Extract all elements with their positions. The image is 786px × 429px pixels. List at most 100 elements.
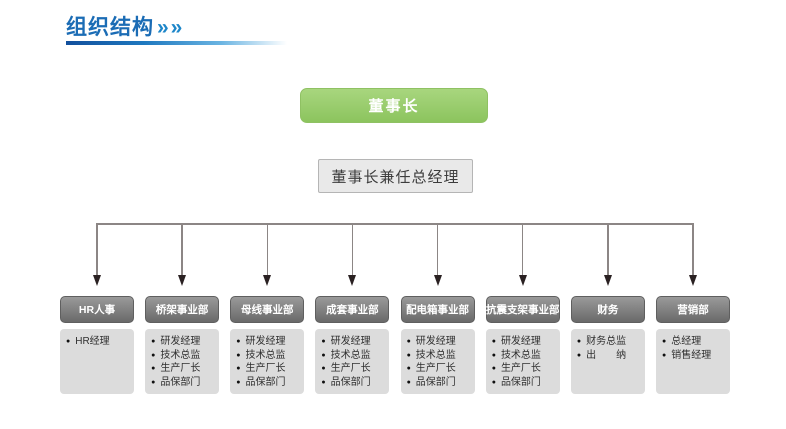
chairman-note-box: 董事长兼任总经理 <box>318 159 473 193</box>
dept-column: 成套事业部 ●研发经理●技术总监●生产厂长●品保部门 <box>315 223 390 394</box>
vertical-connector-line <box>96 223 98 275</box>
vertical-connector-line <box>521 223 524 275</box>
member-label: 总经理 <box>671 336 702 347</box>
member-label: 生产厂长 <box>415 363 456 374</box>
member-label: 财务总监 <box>586 336 627 347</box>
member-item: ●生产厂长 <box>151 362 217 376</box>
dept-column: 财务 ● 财务总监 ● 出 纳 <box>570 223 645 394</box>
dept-header-label: HR人事 <box>78 304 116 316</box>
bullet-icon: ● <box>406 365 411 372</box>
member-item: ● 生产厂长 <box>492 362 558 376</box>
bullet-icon: ● <box>661 338 667 345</box>
member-label: 品保部门 <box>160 376 201 388</box>
member-label: 生产厂长 <box>500 363 541 374</box>
member-label: 生产厂长 <box>160 363 201 374</box>
member-label: 品保部门 <box>330 376 371 388</box>
bullet-icon: ● <box>236 365 241 372</box>
member-item: ●研发经理 <box>321 335 387 349</box>
bullet-icon: ● <box>66 338 71 345</box>
bullet-icon: ● <box>661 351 667 359</box>
dept-column: 配电箱事业部 ●研发经理●技术总监●生产厂长●品保部门 <box>400 223 475 394</box>
bullet-icon: ● <box>151 351 156 359</box>
member-item: ●技术总监 <box>236 349 302 363</box>
bullet-icon: ● <box>236 338 241 345</box>
member-label: 研发经理 <box>330 336 371 347</box>
member-item: ● 研发经理 <box>407 335 473 349</box>
vertical-connector-line <box>692 223 694 275</box>
member-label: 技术总监 <box>160 349 201 361</box>
dept-header: 财务 <box>570 296 645 323</box>
bullet-icon: ● <box>491 365 496 372</box>
bullet-icon: ● <box>491 378 496 386</box>
bullet-icon: ● <box>406 378 411 386</box>
bullet-icon: ● <box>491 351 496 359</box>
dept-header-label: 桥架事业部 <box>155 304 209 316</box>
vertical-connector-line <box>607 223 609 275</box>
member-list: ●研发经理●技术总监●生产厂长●品保部门 <box>230 329 305 394</box>
member-item: ● 品保部门 <box>151 376 217 390</box>
dept-header-label: 财务 <box>597 304 619 316</box>
member-label: 技术总监 <box>415 349 456 361</box>
dept-column: 母线事业部 ●研发经理●技术总监●生产厂长●品保部门 <box>230 223 305 394</box>
member-label: 研发经理 <box>500 336 541 347</box>
vertical-connector-line <box>266 223 269 275</box>
chairman-box: 董事长 <box>300 88 488 123</box>
dept-header-label: 营销部 <box>677 304 709 316</box>
vertical-connector-line <box>351 223 354 275</box>
member-label: 研发经理 <box>415 336 456 347</box>
member-list: ●研发经理●技术总监●生产厂长●品保部门 <box>400 329 475 394</box>
member-item: ●技术总监 <box>407 349 473 363</box>
horizontal-connector-line <box>97 223 693 225</box>
member-item: ● 生产厂长 <box>236 362 302 376</box>
arrow-down-icon <box>348 275 357 286</box>
bullet-icon: ● <box>321 378 326 386</box>
connector-arrow <box>263 223 272 296</box>
member-item: ● 生产厂长 <box>407 362 473 376</box>
member-label: 品保部门 <box>500 376 541 388</box>
member-list: ●研发经理●技术总监●生产厂长●品保部门 <box>485 329 560 394</box>
connector-arrow <box>433 223 442 296</box>
member-label: 销售经理 <box>671 349 712 361</box>
member-item: ● 研发经理 <box>151 335 217 349</box>
member-list: ● 总经理 ● 销售经理 <box>655 329 730 394</box>
vertical-connector-line <box>181 223 183 275</box>
member-item: ●研发经理 <box>492 335 558 349</box>
dept-column: 营销部 ● 总经理 ● 销售经理 <box>655 223 730 394</box>
bullet-icon: ● <box>576 351 582 359</box>
bullet-icon: ● <box>151 378 156 386</box>
bullet-icon: ● <box>576 338 582 345</box>
member-item: ● 总经理 <box>662 335 728 349</box>
connector-arrow <box>178 223 187 296</box>
arrow-down-icon <box>518 275 527 286</box>
bullet-icon: ● <box>321 365 326 372</box>
member-item: ● 技术总监 <box>151 349 217 363</box>
connector-arrow <box>518 223 527 296</box>
member-label: 品保部门 <box>245 376 286 388</box>
bullet-icon: ● <box>236 351 241 359</box>
member-item: ●生产厂长 <box>321 362 387 376</box>
member-label: 研发经理 <box>160 336 201 347</box>
arrow-down-icon <box>178 275 187 286</box>
member-item: ● 财务总监 <box>577 335 643 349</box>
dept-header: HR人事 <box>60 296 134 323</box>
member-list: ●研发经理●技术总监●生产厂长●品保部门 <box>315 329 390 394</box>
bullet-icon: ● <box>406 338 411 345</box>
member-item: ●技术总监 <box>321 349 387 363</box>
member-label: HR经理 <box>75 336 110 347</box>
dept-header: 成套事业部 <box>315 296 390 323</box>
member-list: ● 研发经理 ● 技术总监●生产厂长 ● 品保部门 <box>145 329 220 394</box>
dept-column: 抗震支架事业部 ●研发经理●技术总监●生产厂长●品保部门 <box>485 223 560 394</box>
connector-arrow <box>688 223 697 296</box>
arrow-down-icon <box>603 275 612 286</box>
vertical-connector-line <box>436 223 439 275</box>
title-underline-bar <box>66 41 287 45</box>
dept-header: 抗震支架事业部 <box>485 296 560 323</box>
arrow-down-icon <box>93 275 101 286</box>
member-label: 生产厂长 <box>245 363 286 374</box>
member-item: ● HR经理 <box>66 335 132 349</box>
member-label: 出 纳 <box>586 349 627 361</box>
bullet-icon: ● <box>151 338 156 345</box>
dept-header: 营销部 <box>655 296 730 323</box>
dept-header-label: 成套事业部 <box>326 304 379 316</box>
